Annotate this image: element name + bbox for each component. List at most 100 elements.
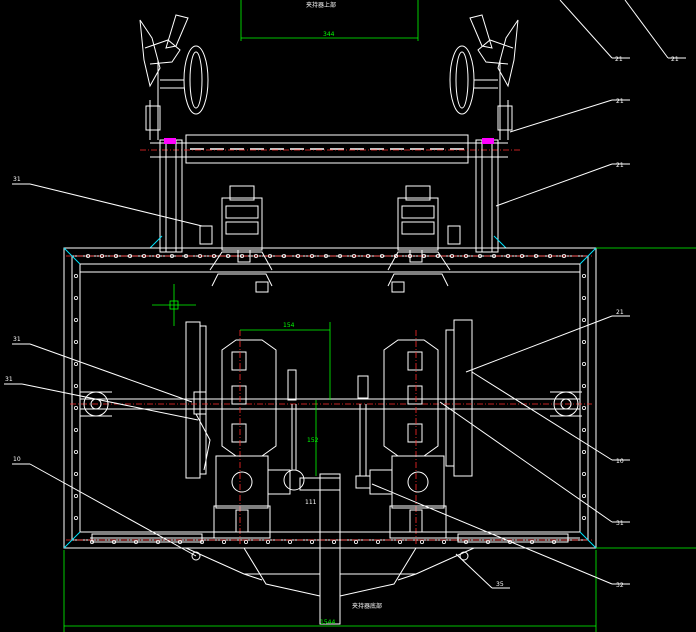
bottom-callout: 35	[455, 553, 510, 589]
left-post-marker	[164, 138, 176, 144]
bolt-hole	[133, 540, 138, 545]
callout-left-3: 31	[5, 376, 13, 383]
callout-right-1: 21	[616, 98, 624, 105]
bolt-hole	[127, 253, 132, 258]
bolt-hole	[435, 253, 440, 258]
bolt-hole	[582, 383, 587, 388]
bolt-hole	[582, 273, 587, 278]
bolt-hole	[74, 295, 79, 300]
bolt-hole	[351, 253, 356, 258]
bolt-hole	[491, 253, 496, 258]
callout-bottom-center: 35	[496, 581, 504, 588]
bolt-hole	[265, 540, 270, 545]
bolt-hole	[183, 253, 188, 258]
bolt-hole	[74, 516, 79, 521]
dim-mid-vertical-label: 152	[307, 437, 319, 444]
frame-top-rail	[80, 247, 580, 273]
left-callouts: 31 31 31 10	[4, 176, 203, 557]
bottom-note: 夹持器底部	[352, 602, 382, 610]
bolt-hole	[548, 253, 553, 258]
bolt-hole	[582, 427, 587, 432]
bolt-hole	[74, 339, 79, 344]
bolt-hole	[582, 361, 587, 366]
right-gearbox	[383, 330, 439, 544]
bottom-support	[185, 473, 475, 625]
callout-top-right-2: 21	[671, 56, 679, 63]
bolt-hole	[74, 449, 79, 454]
bolt-hole	[197, 253, 202, 258]
bolt-hole	[239, 253, 244, 258]
bolt-hole	[419, 540, 424, 545]
right-post	[449, 14, 519, 253]
left-motor	[213, 455, 291, 539]
bolt-hole	[155, 253, 160, 258]
top-dimension: 344	[240, 0, 419, 41]
bolt-hole	[177, 540, 182, 545]
bolt-hole	[287, 540, 292, 545]
bolt-hole	[477, 253, 482, 258]
bolt-hole	[441, 540, 446, 545]
bolt-hole	[582, 449, 587, 454]
bolt-hole	[463, 540, 468, 545]
callout-right-3: 21	[616, 309, 624, 316]
callout-top-right-1: 21	[615, 56, 623, 63]
bolt-hole	[225, 253, 230, 258]
top-leaders: 21 21	[559, 0, 686, 63]
bolt-hole	[365, 253, 370, 258]
bolt-hole	[323, 253, 328, 258]
bolt-hole	[463, 253, 468, 258]
crosshair-cursor	[152, 284, 196, 326]
bolt-hole	[331, 540, 336, 545]
bolt-hole	[534, 253, 539, 258]
bottom-dimension: 1544	[63, 247, 696, 632]
bolt-hole	[74, 361, 79, 366]
callout-right-4: 10	[616, 458, 624, 465]
right-disk-plate	[445, 319, 473, 477]
bolt-hole	[74, 427, 79, 432]
bolt-hole	[582, 516, 587, 521]
left-gearbox	[221, 330, 277, 544]
right-callouts: 21 21 21 10 31 32	[371, 98, 630, 589]
bolt-hole	[253, 253, 258, 258]
bolt-hole	[552, 540, 557, 545]
bolt-hole	[199, 540, 204, 545]
bolt-hole	[281, 253, 286, 258]
callout-left-1: 31	[13, 176, 21, 183]
bolt-hole	[74, 405, 79, 410]
left-top-clamp	[199, 185, 273, 293]
callout-right-6: 32	[616, 582, 624, 589]
bolt-hole	[243, 540, 248, 545]
bolt-hole	[211, 253, 216, 258]
bolt-hole	[74, 317, 79, 322]
label-center: 111	[305, 499, 317, 506]
bolt-hole	[309, 540, 314, 545]
left-post	[139, 14, 209, 253]
right-post-marker	[482, 138, 494, 144]
bolt-hole	[221, 540, 226, 545]
dim-mid-horizontal-label: 154	[283, 322, 295, 329]
bolt-hole	[309, 253, 314, 258]
bolt-hole	[507, 540, 512, 545]
top-note: 夹持器上部	[306, 1, 336, 9]
mid-dimensions: 154 152	[240, 322, 331, 476]
right-motor	[369, 455, 447, 539]
upper-beam	[140, 134, 520, 164]
frame-bottom-rail	[90, 533, 580, 543]
callout-right-5: 31	[616, 520, 624, 527]
bolt-hole	[169, 253, 174, 258]
right-top-clamp	[387, 185, 461, 293]
bolt-hole	[379, 253, 384, 258]
dim-bottom-label: 1544	[320, 619, 335, 626]
main-shaft	[70, 398, 592, 410]
bolt-hole	[582, 317, 587, 322]
bolt-hole	[295, 253, 300, 258]
bolt-hole	[505, 253, 510, 258]
bolt-hole	[393, 253, 398, 258]
bolt-hole	[74, 383, 79, 388]
bolt-hole	[74, 273, 79, 278]
bolt-hole	[86, 253, 91, 258]
middle-linkage: 111	[283, 369, 371, 506]
bolt-hole	[582, 295, 587, 300]
bolt-hole	[407, 253, 412, 258]
